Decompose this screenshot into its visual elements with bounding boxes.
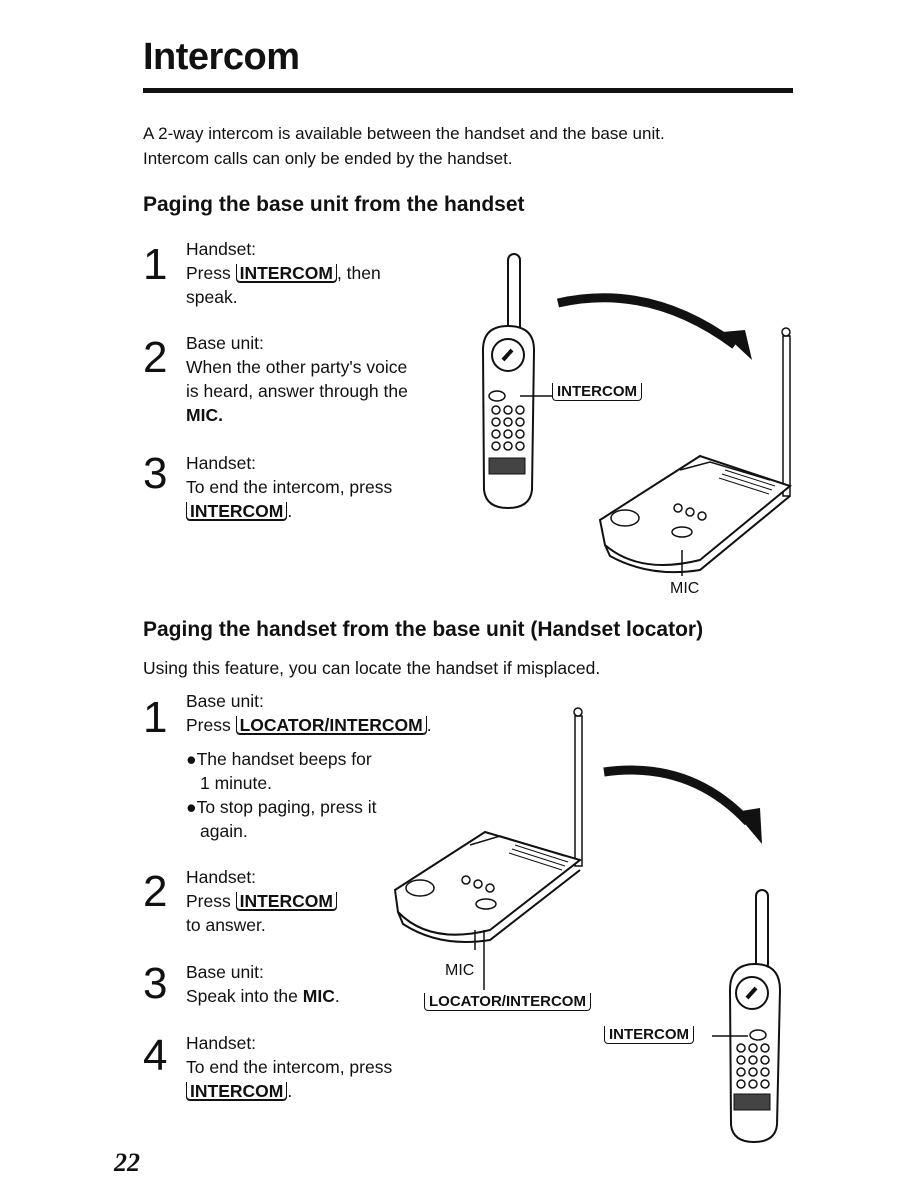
intro-text: A 2-way intercom is available between th… — [143, 121, 665, 171]
intercom-key: INTERCOM — [235, 264, 337, 283]
intercom-key: INTERCOM — [186, 502, 288, 521]
s2-step2-text: Press — [186, 891, 236, 911]
s2-step1-text: Press — [186, 715, 236, 735]
s2-step4-after: . — [287, 1081, 293, 1101]
s1-step1-number: 1 — [143, 240, 168, 289]
s1-step3-number: 3 — [143, 449, 168, 498]
s2-step2-line3: to answer. — [186, 915, 266, 935]
s1-step3-who: Handset: — [186, 453, 257, 473]
page-title: Intercom — [143, 36, 300, 78]
s2-step1-after: . — [426, 715, 432, 735]
mic-label: MIC — [670, 580, 700, 597]
intercom-key: INTERCOM — [186, 1082, 288, 1101]
s1-step1-who: Handset: — [186, 239, 257, 259]
s2-step3-number: 3 — [143, 959, 168, 1008]
s2-step4-line2: To end the intercom, press — [186, 1057, 393, 1077]
s1-step1-line3: speak. — [186, 287, 238, 307]
s1-step3-line2: To end the intercom, press — [186, 477, 393, 497]
bullet-1-line1: ●The handset beeps for — [186, 749, 372, 769]
title-rule — [143, 88, 793, 93]
s2-step1-number: 1 — [143, 693, 168, 742]
section1-heading: Paging the base unit from the handset — [143, 193, 525, 216]
locator-intercom-key: LOCATOR/INTERCOM — [235, 716, 427, 735]
s2-step3-who: Base unit: — [186, 962, 264, 982]
s1-step2-who: Base unit: — [186, 333, 264, 353]
s2-step1: Base unit: Press LOCATOR/INTERCOM. — [186, 689, 432, 737]
figure-handset-to-base — [481, 253, 793, 576]
s2-step3: Base unit: Speak into the MIC. — [186, 960, 340, 1008]
mic-label-2: MIC — [445, 962, 475, 979]
s2-step2: Handset: Press INTERCOM to answer. — [186, 865, 337, 937]
bullet-2-line2: again. — [200, 821, 248, 841]
s1-step2-line3: is heard, answer through the — [186, 381, 408, 401]
s2-step4-who: Handset: — [186, 1033, 257, 1053]
s1-step1-text: Press — [186, 263, 236, 283]
s2-step2-who: Handset: — [186, 867, 257, 887]
locator-intercom-key-label: LOCATOR/INTERCOM — [424, 993, 591, 1011]
s2-step1-who: Base unit: — [186, 691, 264, 711]
s2-step3-after: . — [334, 986, 340, 1006]
s1-step3: Handset: To end the intercom, press INTE… — [186, 451, 392, 523]
s2-step3-mic: MIC — [302, 986, 335, 1006]
section2-subtext: Using this feature, you can locate the h… — [143, 658, 601, 678]
s1-step1: Handset: Press INTERCOM, then speak. — [186, 237, 381, 309]
s2-step3-text: Speak into the — [186, 986, 303, 1006]
s1-step2-number: 2 — [143, 333, 168, 382]
s1-step2-line4: MIC. — [186, 405, 223, 425]
intercom-key: INTERCOM — [235, 892, 337, 911]
s1-step1-after: , then — [336, 263, 381, 283]
intro-line-1: A 2-way intercom is available between th… — [143, 124, 665, 143]
page-number: 22 — [114, 1148, 140, 1177]
section2-heading: Paging the handset from the base unit (H… — [143, 618, 704, 641]
s1-step2-line2: When the other party's voice — [186, 357, 408, 377]
s2-step2-number: 2 — [143, 867, 168, 916]
bullet-2-line1: ●To stop paging, press it — [186, 797, 377, 817]
bullet-1-line2: 1 minute. — [200, 773, 272, 793]
s2-step4-number: 4 — [143, 1031, 168, 1080]
s1-step2: Base unit: When the other party's voice … — [186, 331, 408, 427]
s1-step3-after: . — [287, 501, 293, 521]
s2-step4: Handset: To end the intercom, press INTE… — [186, 1031, 392, 1103]
intro-line-2: Intercom calls can only be ended by the … — [143, 149, 513, 168]
intercom-key-label: INTERCOM — [552, 383, 642, 401]
s2-bullets: ●The handset beeps for 1 minute. ●To sto… — [186, 747, 377, 843]
intercom-key-label-2: INTERCOM — [604, 1026, 694, 1044]
